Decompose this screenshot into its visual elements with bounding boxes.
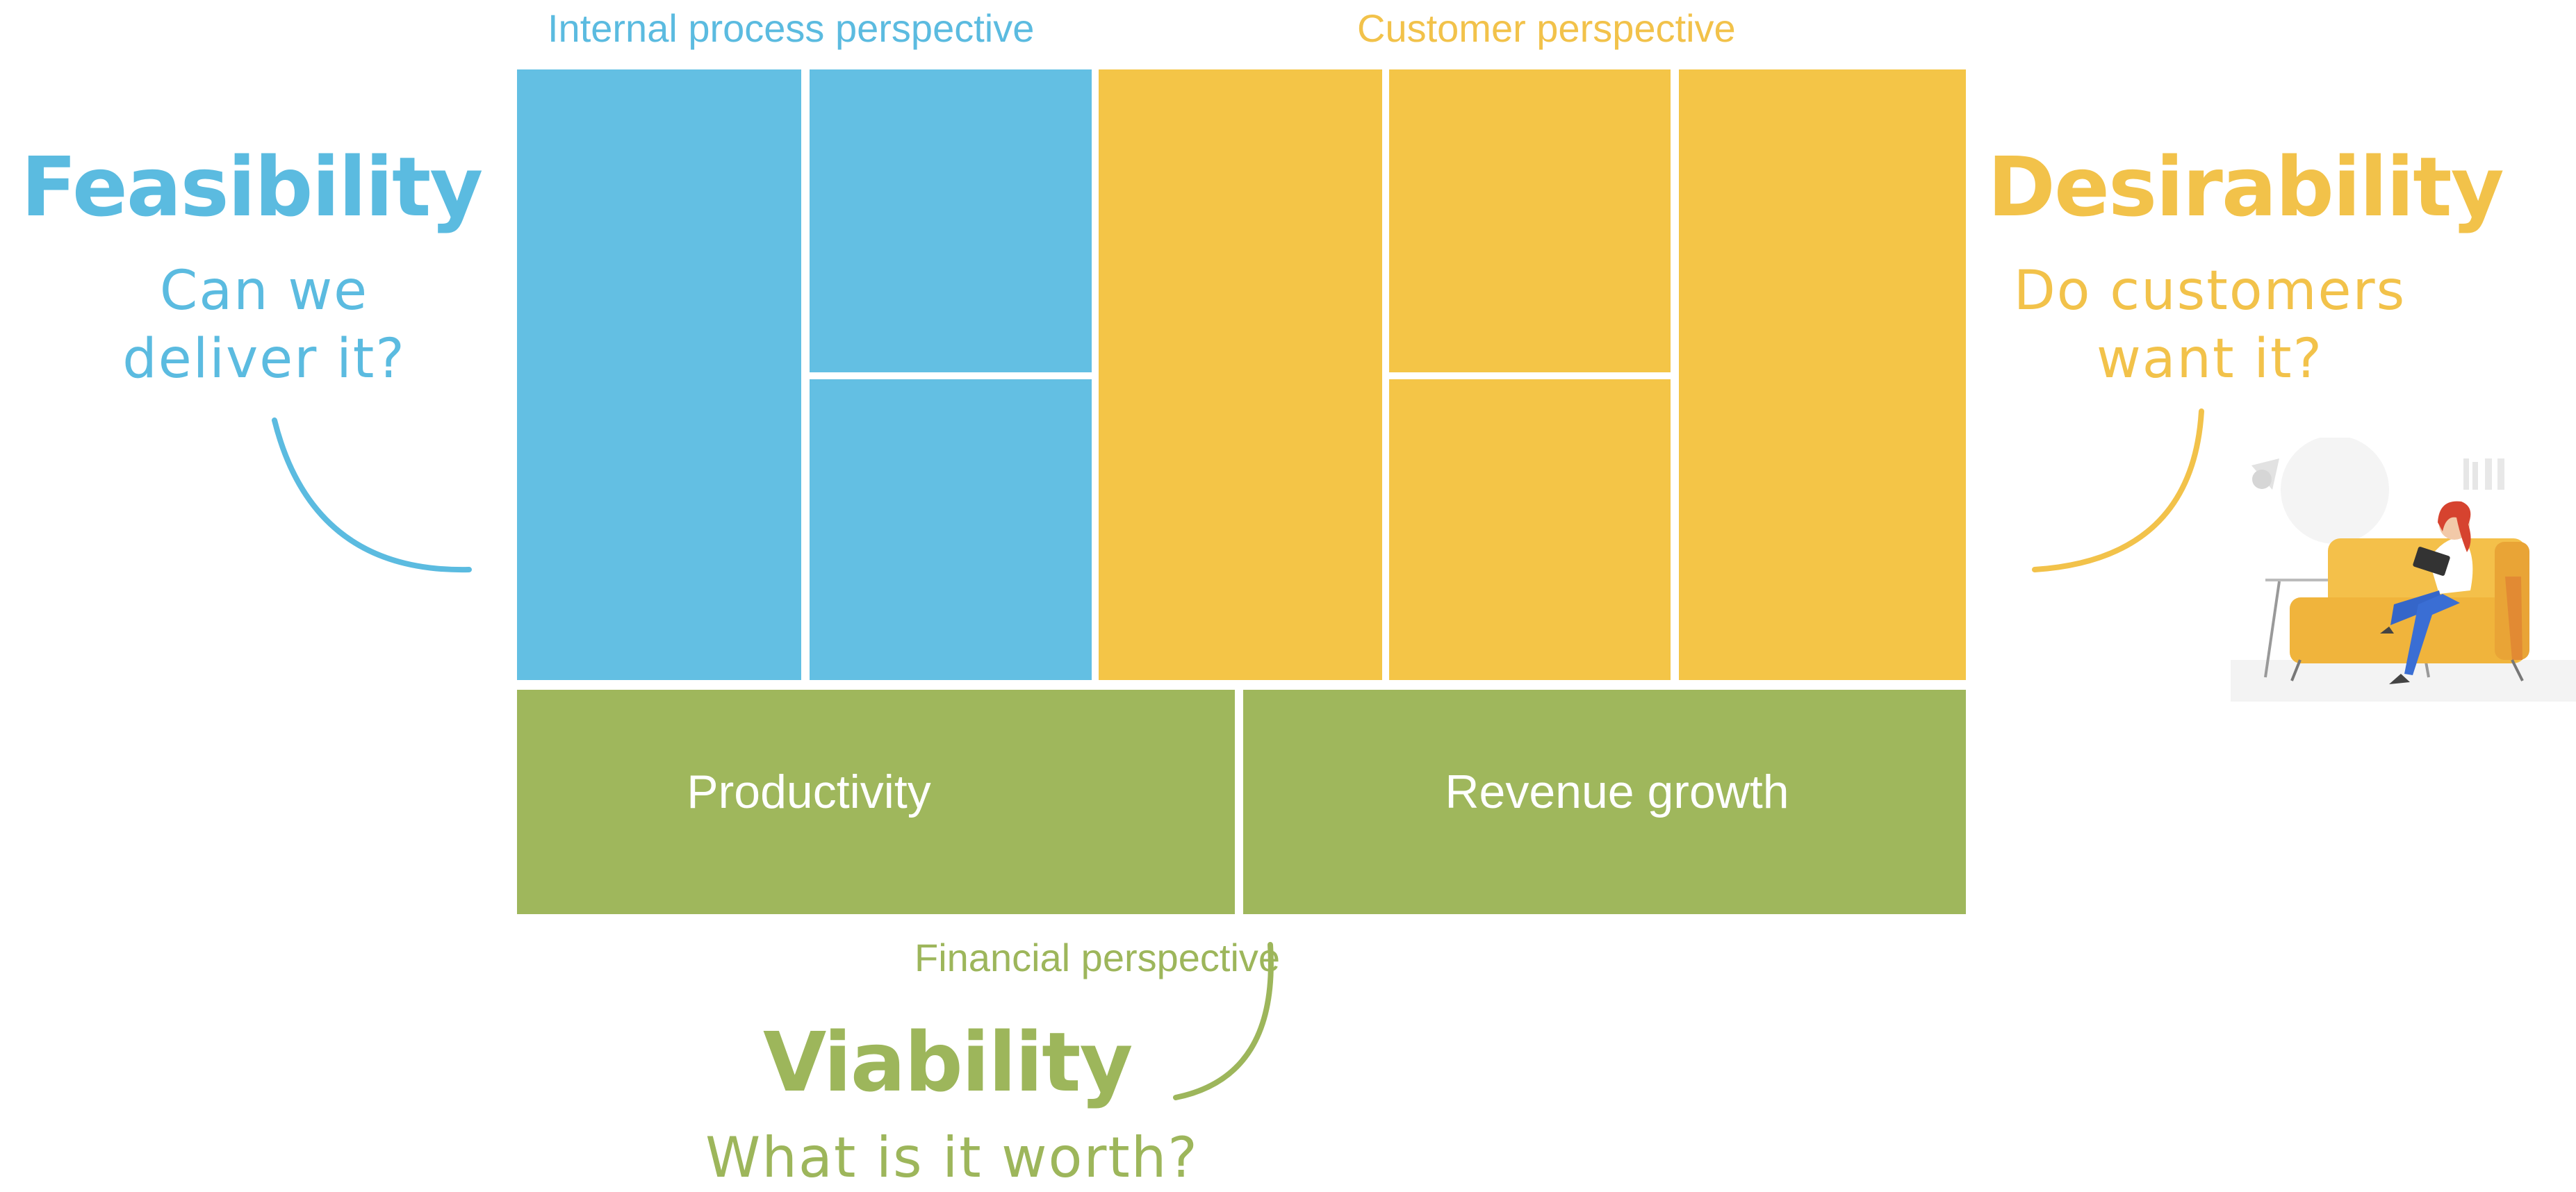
revenue-growth-bar xyxy=(1243,690,1966,914)
feasibility-title: Feasibility xyxy=(21,139,483,235)
person-on-sofa-with-tablet-illustration xyxy=(2231,438,2576,702)
viability-title: Viability xyxy=(763,1014,1133,1110)
internal-process-perspective-label: Internal process perspective xyxy=(548,6,1035,50)
feasibility-question-line-1: Can we xyxy=(159,260,369,322)
desirability-question: Do customers want it? xyxy=(1980,257,2439,393)
desirability-question-line-2: want it? xyxy=(2096,328,2324,390)
desirability-title: Desirability xyxy=(1987,139,2504,235)
customer-block-4 xyxy=(1679,69,1966,680)
revenue-growth-label: Revenue growth xyxy=(1445,765,1789,818)
viability-arc xyxy=(1173,942,1274,1100)
feasibility-arc xyxy=(272,417,472,573)
feasibility-question: Can we deliver it? xyxy=(90,257,438,393)
customer-block-3 xyxy=(1389,379,1671,680)
customer-perspective-label: Customer perspective xyxy=(1357,6,1736,50)
feasibility-question-line-2: deliver it? xyxy=(122,328,406,390)
customer-block-1 xyxy=(1099,69,1382,680)
desirability-arc xyxy=(2032,408,2204,572)
internal-process-block-1 xyxy=(517,69,801,680)
internal-process-block-3 xyxy=(810,379,1092,680)
productivity-bar xyxy=(517,690,1235,914)
desirability-question-line-1: Do customers xyxy=(2013,260,2406,322)
viability-question: What is it worth? xyxy=(705,1125,1199,1190)
customer-block-2 xyxy=(1389,69,1671,372)
internal-process-block-2 xyxy=(810,69,1092,372)
productivity-label: Productivity xyxy=(687,765,931,818)
financial-perspective-label: Financial perspective xyxy=(914,936,1281,979)
